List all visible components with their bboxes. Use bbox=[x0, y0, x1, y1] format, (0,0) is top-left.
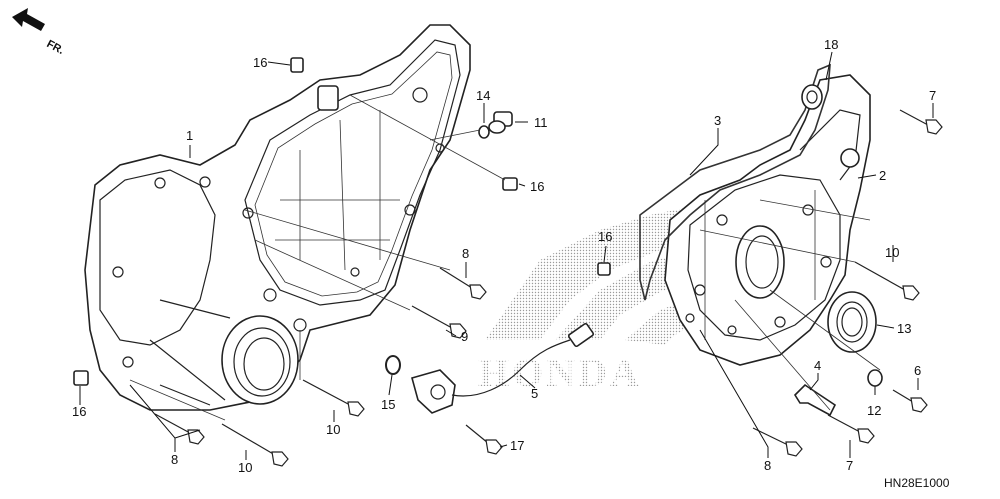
dowel-pin bbox=[502, 177, 518, 191]
bolts bbox=[154, 109, 943, 467]
callout-7-bottom: 7 bbox=[846, 458, 853, 473]
callout-2: 2 bbox=[879, 168, 886, 183]
right-crankcase-cover bbox=[664, 74, 871, 366]
leader-lines bbox=[79, 51, 934, 460]
oil-seal bbox=[827, 291, 877, 353]
callout-4: 4 bbox=[814, 358, 821, 373]
dowel-pin bbox=[597, 262, 611, 276]
callout-8-right: 8 bbox=[764, 458, 771, 473]
callout-11: 11 bbox=[534, 115, 548, 130]
callout-16-top: 16 bbox=[253, 55, 267, 70]
callout-3: 3 bbox=[714, 113, 721, 128]
callout-10-bottom: 10 bbox=[238, 460, 252, 475]
callout-1: 1 bbox=[186, 128, 193, 143]
speed-sensor bbox=[411, 322, 595, 414]
callout-13: 13 bbox=[897, 321, 911, 336]
callout-10-middle: 10 bbox=[326, 422, 340, 437]
callout-7-top: 7 bbox=[929, 88, 936, 103]
callout-5: 5 bbox=[531, 386, 538, 401]
callout-16-center: 16 bbox=[598, 229, 612, 244]
callout-16-left: 16 bbox=[72, 404, 86, 419]
callout-14: 14 bbox=[476, 88, 490, 103]
left-crankcase-cover bbox=[84, 24, 471, 411]
o-ring bbox=[385, 355, 401, 375]
dowel-pin bbox=[73, 370, 89, 386]
callout-15: 15 bbox=[381, 397, 395, 412]
honda-logo-text: HONDA bbox=[478, 350, 642, 395]
callout-6: 6 bbox=[914, 363, 921, 378]
bearing bbox=[801, 84, 823, 110]
callout-17: 17 bbox=[510, 438, 524, 453]
callout-10-right: 10 bbox=[885, 245, 899, 260]
callout-9: 9 bbox=[461, 329, 468, 344]
front-direction-label: FR. bbox=[45, 38, 66, 57]
diagram-code: HN28E1000 bbox=[884, 476, 950, 490]
cover-gasket bbox=[639, 63, 831, 301]
sealing-washer bbox=[478, 125, 490, 139]
washer bbox=[867, 369, 883, 387]
callout-18: 18 bbox=[824, 37, 838, 52]
callout-16-right: 16 bbox=[530, 179, 544, 194]
callout-8-top: 8 bbox=[462, 246, 469, 261]
clamp-plate bbox=[793, 383, 837, 417]
callout-labels: 1 2 3 4 5 6 7 7 8 8 8 9 10 10 10 11 12 1… bbox=[72, 37, 936, 475]
callout-8-left: 8 bbox=[171, 452, 178, 467]
front-direction-arrow: FR. bbox=[12, 8, 66, 57]
callout-12: 12 bbox=[867, 403, 881, 418]
drain-plug bbox=[488, 111, 513, 134]
dowel-pin bbox=[290, 57, 304, 73]
